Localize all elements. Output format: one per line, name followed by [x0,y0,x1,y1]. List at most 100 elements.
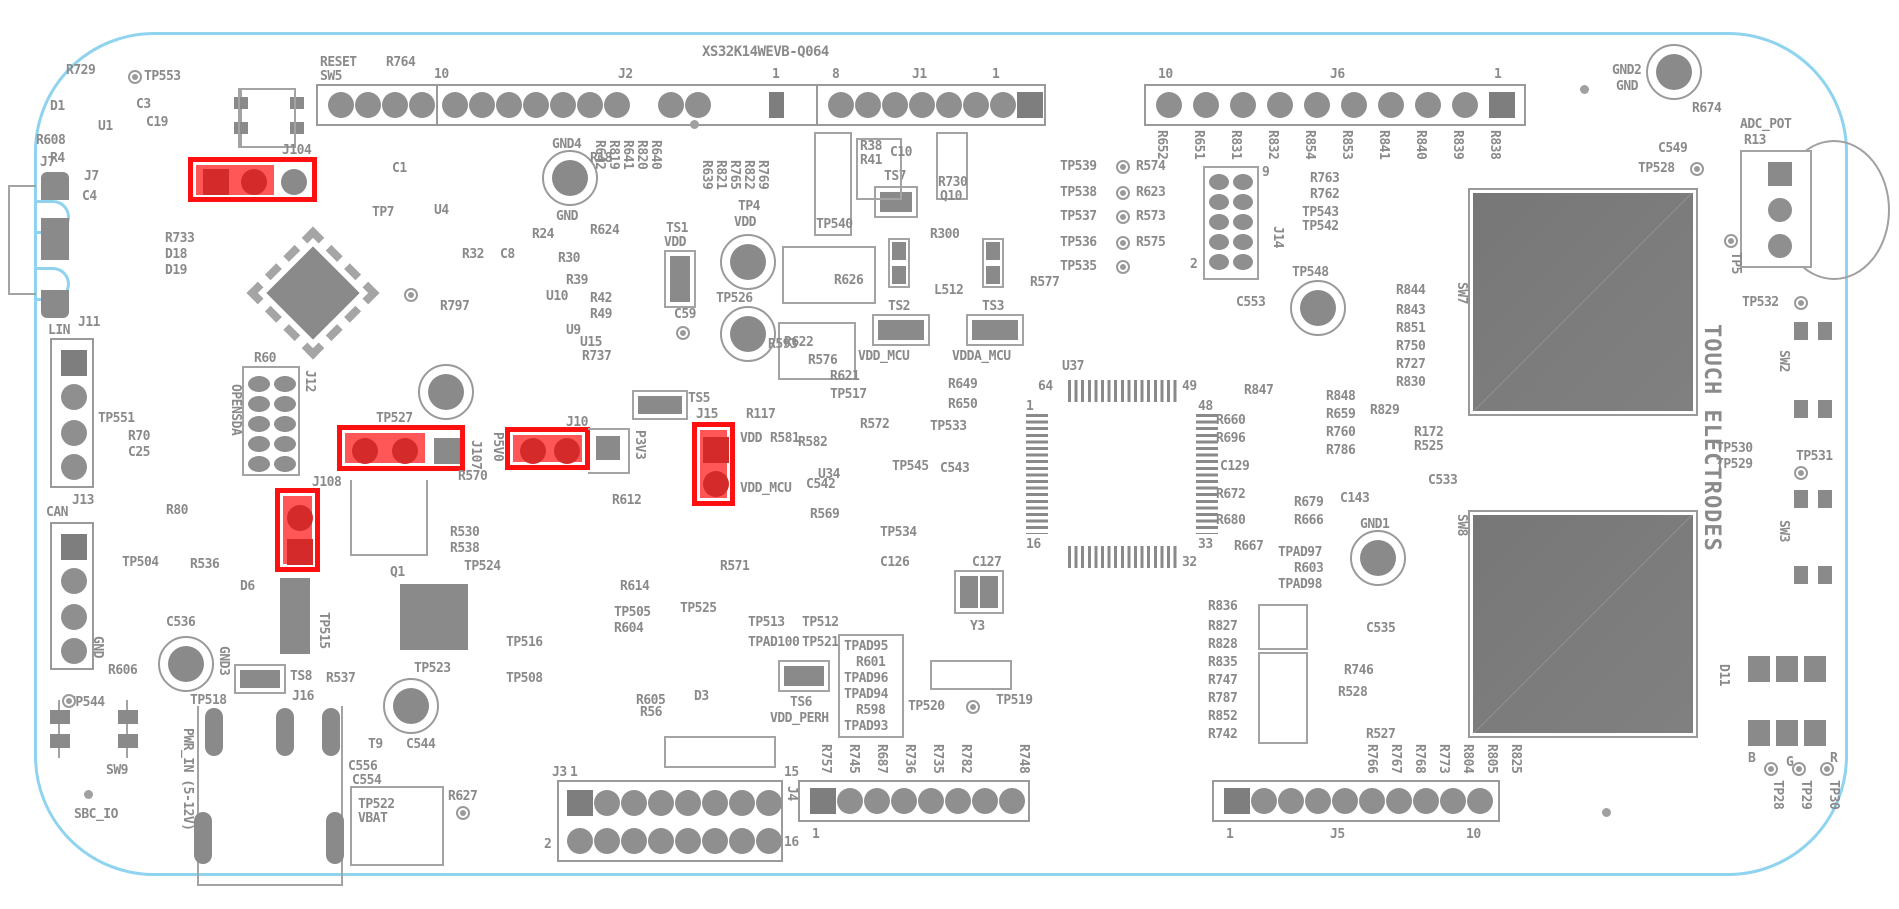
jumper-j10[interactable] [505,427,590,470]
j4-pin1-label: 1 [812,827,820,842]
pcb-feature [756,828,782,854]
tp548-label: TP548 [1292,265,1329,280]
pcb-feature [61,568,87,594]
j7-pad [41,290,69,318]
label-d18: R733 [165,231,195,246]
label-r729: R729 [66,63,96,78]
d11-label: D11 [1716,664,1731,686]
pcb-feature [972,320,1018,340]
j12-header [242,366,300,476]
via-dot [1580,85,1589,94]
label-r804: R805 [1484,744,1499,774]
label-tp28: TP28 [1770,780,1785,810]
label-d1: D1 [50,99,65,114]
d11-pad [1776,720,1798,746]
j3-pin15-label: 15 [784,765,799,780]
tpad-box [838,634,904,738]
pcb-feature [670,256,690,302]
label-r606: R606 [108,663,138,678]
label-tp504: TP504 [122,555,159,570]
sw3-pad [1818,490,1832,508]
label-tp29: TP29 [1798,780,1813,810]
label-c143: C143 [1340,491,1370,506]
label-r525: R525 [1414,439,1444,454]
label-q1: Q1 [390,565,405,580]
j6-pin [1267,92,1293,118]
gnd1-testpoint [1350,530,1406,586]
label-c19: C19 [146,115,168,130]
sbc-io-label: SBC_IO [74,807,118,822]
pcb-feature [675,828,701,854]
label-r768: R773 [1436,744,1451,774]
label-r612: R612 [612,493,642,508]
ts5-strip [632,390,688,420]
label-c10: C10 [890,145,912,160]
j1-end-label: 1 [992,67,1000,82]
j107-label: J107 [468,440,483,470]
label-vbat: C554 [352,773,382,788]
label-r736: R736 [902,744,917,774]
j2-pin [685,92,711,118]
rgb-r-label: R [1830,751,1838,766]
reset-label: RESET [320,55,357,70]
j12-label: J12 [302,370,317,392]
touch-electrode-sw8[interactable] [1468,510,1698,738]
j10-pin-1 [520,438,546,464]
j2-pin [469,92,495,118]
j6-end-label: 1 [1494,67,1502,82]
j2-pin [409,92,435,118]
tp537-label: TP537 [1060,209,1097,224]
label-r757: R757 [818,744,833,774]
d60-led [982,238,1004,288]
tp527-label: TP527 [376,411,413,426]
tp518 [62,694,76,708]
label-q10: Q10 [940,189,962,204]
label-r679: R679 [1294,495,1324,510]
label-r41: R41 [860,153,882,168]
label-r835: R835 [1208,655,1238,670]
label-r625: R18 [590,151,612,166]
j5-header [1212,780,1500,822]
label-u9: U10 [546,289,568,304]
label-r575: R575 [1136,235,1166,250]
label-r839: R839 [1450,130,1465,160]
jumper-j15[interactable] [692,422,735,506]
jumper-j104[interactable] [188,157,317,202]
tp528 [1690,162,1704,176]
label-c535: C535 [1366,621,1396,636]
label-r829: R829 [1370,403,1400,418]
pcb-feature [1209,174,1229,190]
j15-pin-1 [703,437,729,463]
label-c542: C542 [806,477,836,492]
pcb-feature [1026,414,1048,534]
pcb-feature [274,436,296,452]
label-tp508: TP508 [506,671,543,686]
jumper-j107[interactable] [337,425,465,471]
tp526-label: TP526 [716,291,753,306]
j5-pin1-label: 1 [1226,827,1234,842]
label-d19: D18 [165,247,187,262]
jumper-j108[interactable] [275,488,320,572]
tp548-testpoint [1290,280,1346,336]
j1-pin [936,92,962,118]
tp538-label: TP538 [1060,185,1097,200]
sw9-pad [50,710,70,724]
touch-electrode-sw7[interactable] [1468,188,1698,416]
pcb-feature [1068,380,1178,402]
label-r608: R608 [36,133,66,148]
j15-pin-2 [703,471,729,497]
j6-pin [1156,92,1182,118]
label-r844: R844 [1396,283,1426,298]
j6-label: J6 [1330,67,1345,82]
ts1-name: VDD [664,235,686,250]
p3v3-label: P3V3 [632,430,647,460]
j104-pin-1 [203,169,229,195]
tp4-testpoint [720,234,776,290]
pcb-feature [61,604,87,630]
label-r766: R767 [1388,744,1403,774]
ts8-label: TS8 [290,669,312,684]
label-r746: R746 [1344,663,1374,678]
sw8-label: SW8 [1454,514,1469,536]
pcb-feature [638,396,682,414]
j108-pin-1 [287,505,313,531]
